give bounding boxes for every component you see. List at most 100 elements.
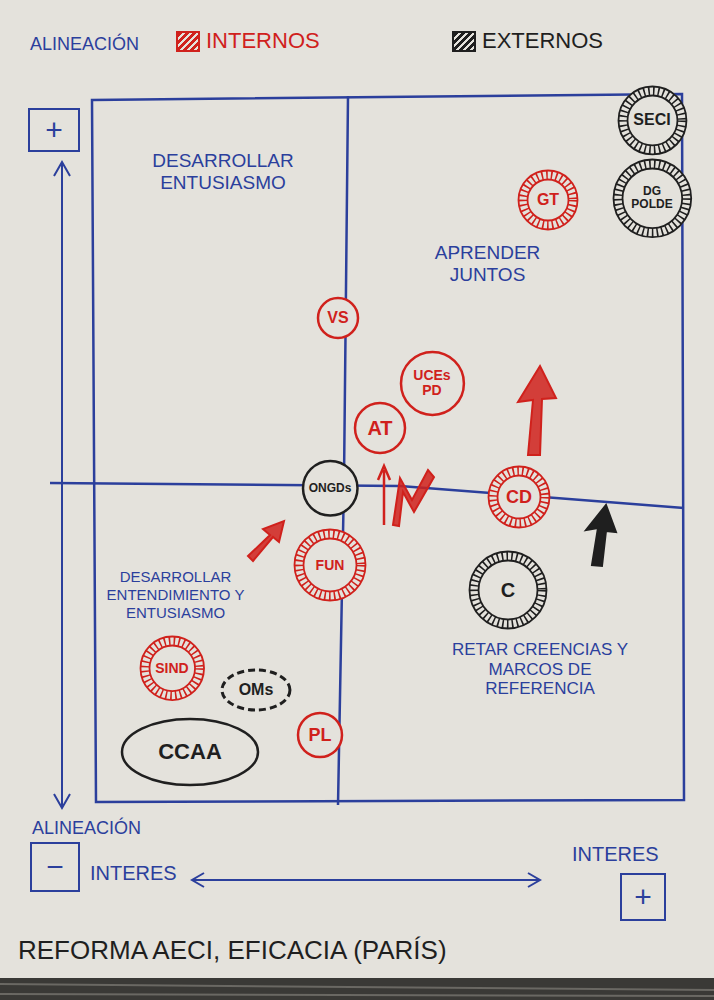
- label-holder: APRENDER JUNTOS: [425, 242, 550, 286]
- sign-box: +: [620, 873, 666, 921]
- circle-fill: [518, 170, 578, 230]
- stakeholder-text-group: SECI: [633, 112, 670, 129]
- label-holder: INTERES: [90, 862, 177, 885]
- photo-edge: [0, 984, 714, 996]
- legend-text: INTERNOS: [206, 28, 320, 54]
- stakeholder-circle: ONGDs: [301, 459, 360, 518]
- legend-text: EXTERNOS: [482, 28, 603, 54]
- movement-arrow: [586, 505, 616, 566]
- axis-sign: +: [634, 880, 652, 915]
- stakeholder-text-group: DG POLDE: [630, 185, 674, 210]
- label-holder: RETAR CREENCIAS Y MARCOS DE REFERENCIA: [445, 640, 635, 699]
- movement-arrow: [248, 521, 284, 561]
- hatched-ring: [474, 556, 542, 624]
- circle-outline: [489, 467, 550, 528]
- hatched-ring: [623, 91, 682, 150]
- photo-edge: [0, 978, 714, 1000]
- quadrant-line: [338, 96, 348, 805]
- label-holder: ALINEACIÓN: [32, 818, 141, 839]
- circle-outline: [318, 298, 358, 338]
- movement-arrow: [378, 466, 390, 525]
- axis-label: ALINEACIÓN: [30, 34, 139, 54]
- stakeholder-circle: CD: [487, 465, 551, 529]
- circle-outline: [149, 645, 195, 691]
- stakeholder-name: AT: [367, 418, 392, 439]
- stakeholder-circle: GT: [517, 169, 579, 231]
- circle-outline: [479, 561, 538, 620]
- stakeholder-text-group: CCAA: [158, 740, 222, 763]
- sign-box: −: [30, 842, 80, 892]
- axis-label: ALINEACIÓN: [32, 818, 141, 838]
- caption: REFORMA AECI, EFICACIA (PARÍS): [18, 935, 447, 966]
- circle-outline: [618, 86, 686, 154]
- stakeholder-text-group: ONGDs: [309, 482, 352, 495]
- stakeholder-text-group: VS: [327, 310, 348, 327]
- hatched-ring: [493, 471, 545, 523]
- axis-sign: −: [46, 850, 64, 885]
- stakeholder-name: PL: [308, 726, 331, 745]
- stakeholder-name: OMs: [239, 682, 274, 699]
- stakeholder-circle: UCEs PD: [399, 350, 466, 417]
- quadrant-label: DESARROLLAR ENTUSIASMO: [152, 150, 294, 193]
- circle-outline: [401, 352, 464, 415]
- stakeholder-name: CCAA: [158, 740, 222, 763]
- axis-sign: +: [45, 113, 63, 148]
- circle-outline: [622, 168, 682, 228]
- stakeholder-name: FUN: [316, 558, 345, 573]
- circle-outline: [519, 171, 578, 230]
- stakeholder-circle: DG POLDE: [612, 158, 693, 239]
- matrix-frame: [92, 94, 684, 802]
- quadrant-label: DESARROLLAR ENTENDIMIENTO Y ENTUSIASMO: [107, 568, 245, 621]
- circle-outline: [303, 461, 358, 516]
- circle-fill: [469, 551, 547, 629]
- stakeholder-text-group: PL: [308, 726, 331, 745]
- stakeholder-name: VS: [327, 310, 348, 327]
- circle-outline: [304, 539, 357, 592]
- circle-fill: [488, 466, 550, 528]
- quadrant-line: [50, 483, 684, 508]
- hatched-ring: [299, 534, 361, 596]
- circle-fill: [294, 529, 366, 601]
- circle-outline: [222, 670, 290, 710]
- stakeholder-text-group: GT: [537, 192, 559, 209]
- stakeholder-text-group: CD: [506, 488, 532, 507]
- hatched-ring: [145, 641, 200, 696]
- stakeholder-name: CD: [506, 488, 532, 507]
- circle-outline: [355, 403, 405, 453]
- hatched-ring: [523, 175, 573, 225]
- stakeholder-circle: C: [468, 550, 548, 630]
- stakeholder-name: UCEs PD: [410, 368, 454, 397]
- stakeholder-text-group: UCEs PD: [410, 368, 454, 397]
- axis-label: INTERES: [90, 862, 177, 884]
- stakeholder-name: C: [501, 580, 515, 601]
- movement-arrow: [393, 470, 434, 526]
- stakeholder-name: SECI: [633, 112, 670, 129]
- axis-arrow: [192, 873, 540, 887]
- circle-fill: [613, 159, 692, 238]
- stakeholder-name: ONGDs: [309, 482, 352, 495]
- movement-arrow: [518, 366, 556, 455]
- circle-outline: [140, 636, 204, 700]
- stakeholder-circle: AT: [353, 401, 407, 455]
- legend-swatch: [176, 31, 200, 52]
- stakeholder-circle: OMs: [220, 668, 292, 712]
- stakeholder-text-group: AT: [367, 418, 392, 439]
- quadrant-label: RETAR CREENCIAS Y MARCOS DE REFERENCIA: [452, 640, 628, 698]
- stakeholder-circle: SIND: [139, 635, 206, 702]
- label-holder: DESARROLLAR ENTUSIASMO: [138, 150, 308, 194]
- stakeholder-circle: SECI: [617, 85, 688, 156]
- circle-outline: [295, 530, 366, 601]
- circle-outline: [528, 180, 569, 221]
- circle-outline: [613, 159, 691, 237]
- stakeholder-circle: FUN: [293, 528, 367, 602]
- circle-outline: [498, 476, 541, 519]
- stakeholder-text-group: C: [501, 580, 515, 601]
- stakeholder-text-group: SIND: [155, 661, 188, 676]
- legend-entry: INTERNOS: [176, 28, 320, 54]
- legend-swatch: [452, 31, 476, 52]
- circle-outline: [470, 552, 547, 629]
- quadrant-label: APRENDER JUNTOS: [435, 242, 541, 285]
- label-holder: DESARROLLAR ENTENDIMIENTO Y ENTUSIASMO: [98, 568, 253, 622]
- hatched-ring: [618, 164, 687, 233]
- circle-outline: [122, 719, 258, 785]
